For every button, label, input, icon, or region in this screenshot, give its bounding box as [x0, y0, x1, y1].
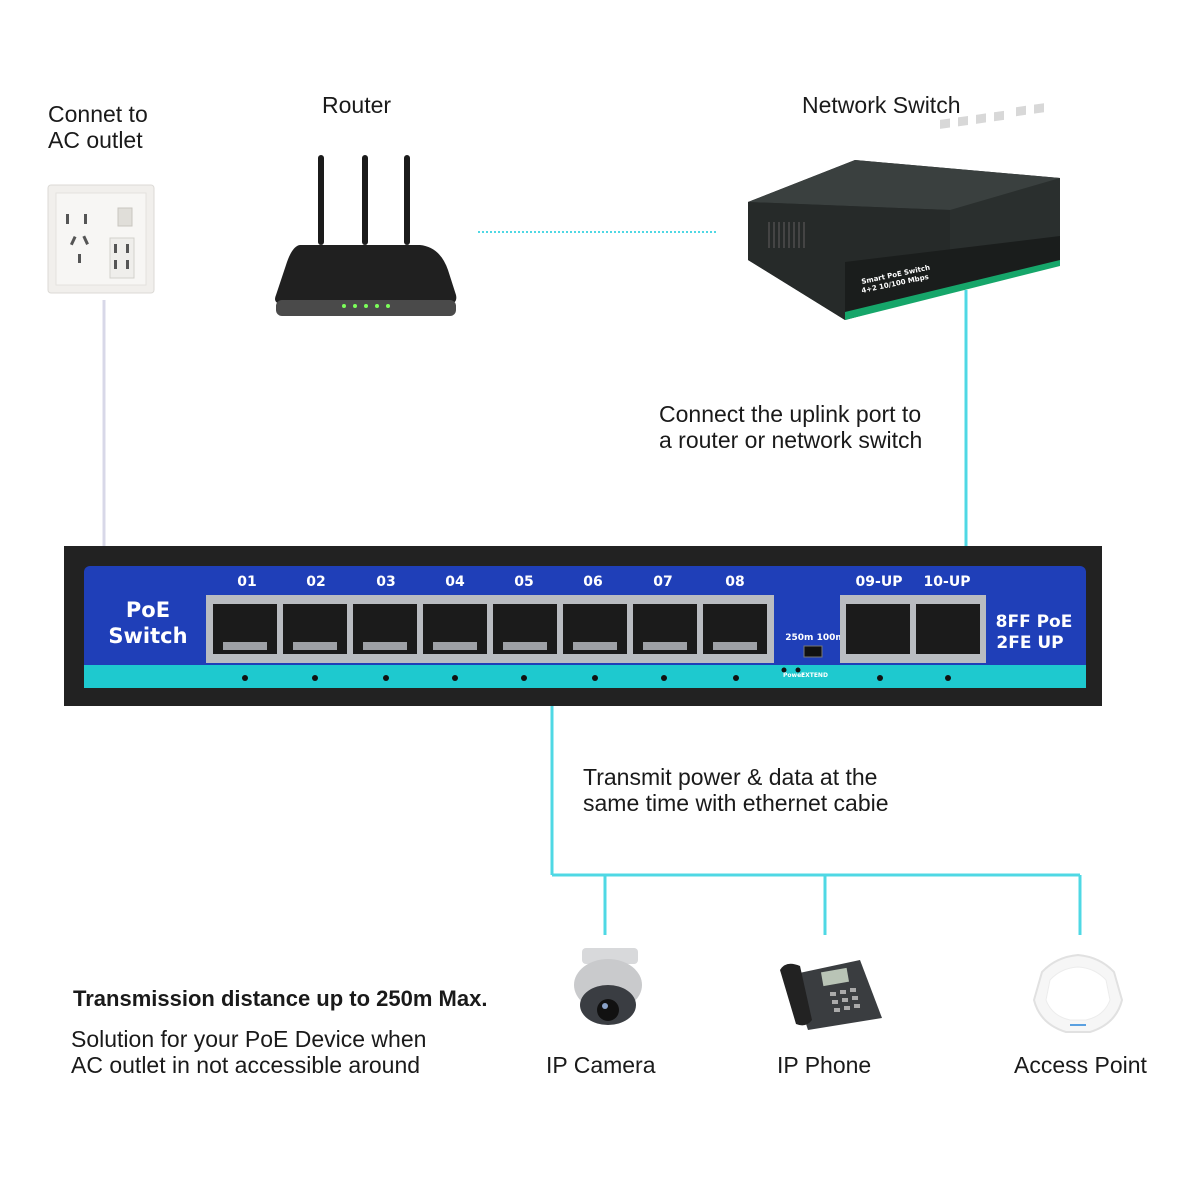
- ip-camera-label: IP Camera: [546, 1052, 656, 1078]
- ac-outlet-icon: [47, 184, 155, 294]
- port-number: 06: [583, 574, 602, 590]
- ip-phone-label: IP Phone: [777, 1052, 872, 1078]
- ip-phone-icon: [780, 960, 882, 1030]
- uplink-port-number: 10-UP: [924, 574, 971, 590]
- power-label: Power: [783, 672, 804, 679]
- port-number: 01: [237, 574, 256, 590]
- network-switch-icon: Smart PoE Switch 4+2 10/100 Mbps: [748, 103, 1060, 320]
- network-switch-label: Network Switch: [802, 92, 961, 118]
- distance-title: Transmission distance up to 250m Max.: [73, 986, 488, 1011]
- panel-brand-line1: PoE: [126, 598, 170, 622]
- dip-switch: [803, 645, 823, 658]
- port-leds: [242, 667, 951, 681]
- port-number: 03: [376, 574, 395, 590]
- transmit-note: Transmit power & data at the same time w…: [583, 764, 889, 816]
- ac-outlet-label: Connet to AC outlet: [48, 101, 148, 153]
- panel-spec-line2: 2FE UP: [996, 633, 1063, 653]
- port-number: 07: [653, 574, 672, 590]
- port-number: 04: [445, 574, 465, 590]
- router-label: Router: [322, 92, 392, 118]
- dip-label: 250m 100m: [785, 633, 844, 643]
- poe-switch-panel: PoE Switch 01 02 03 04 05 06 07 08 250m …: [64, 546, 1102, 706]
- port-number: 02: [306, 574, 325, 590]
- panel-spec-line1: 8FF PoE: [996, 612, 1073, 632]
- ip-camera-icon: [574, 948, 642, 1025]
- uplink-note: Connect the uplink port to a router or n…: [659, 401, 923, 453]
- access-point-icon: [1032, 953, 1124, 1033]
- router-icon: [275, 155, 457, 316]
- access-point-label: Access Point: [1014, 1052, 1147, 1078]
- distance-note: Solution for your PoE Device when AC out…: [71, 1026, 427, 1078]
- port-number: 08: [725, 574, 744, 590]
- panel-brand-line2: Switch: [108, 624, 187, 648]
- port-number: 05: [514, 574, 533, 590]
- uplink-port-number: 09-UP: [856, 574, 903, 590]
- extend-label: EXTEND: [801, 672, 828, 679]
